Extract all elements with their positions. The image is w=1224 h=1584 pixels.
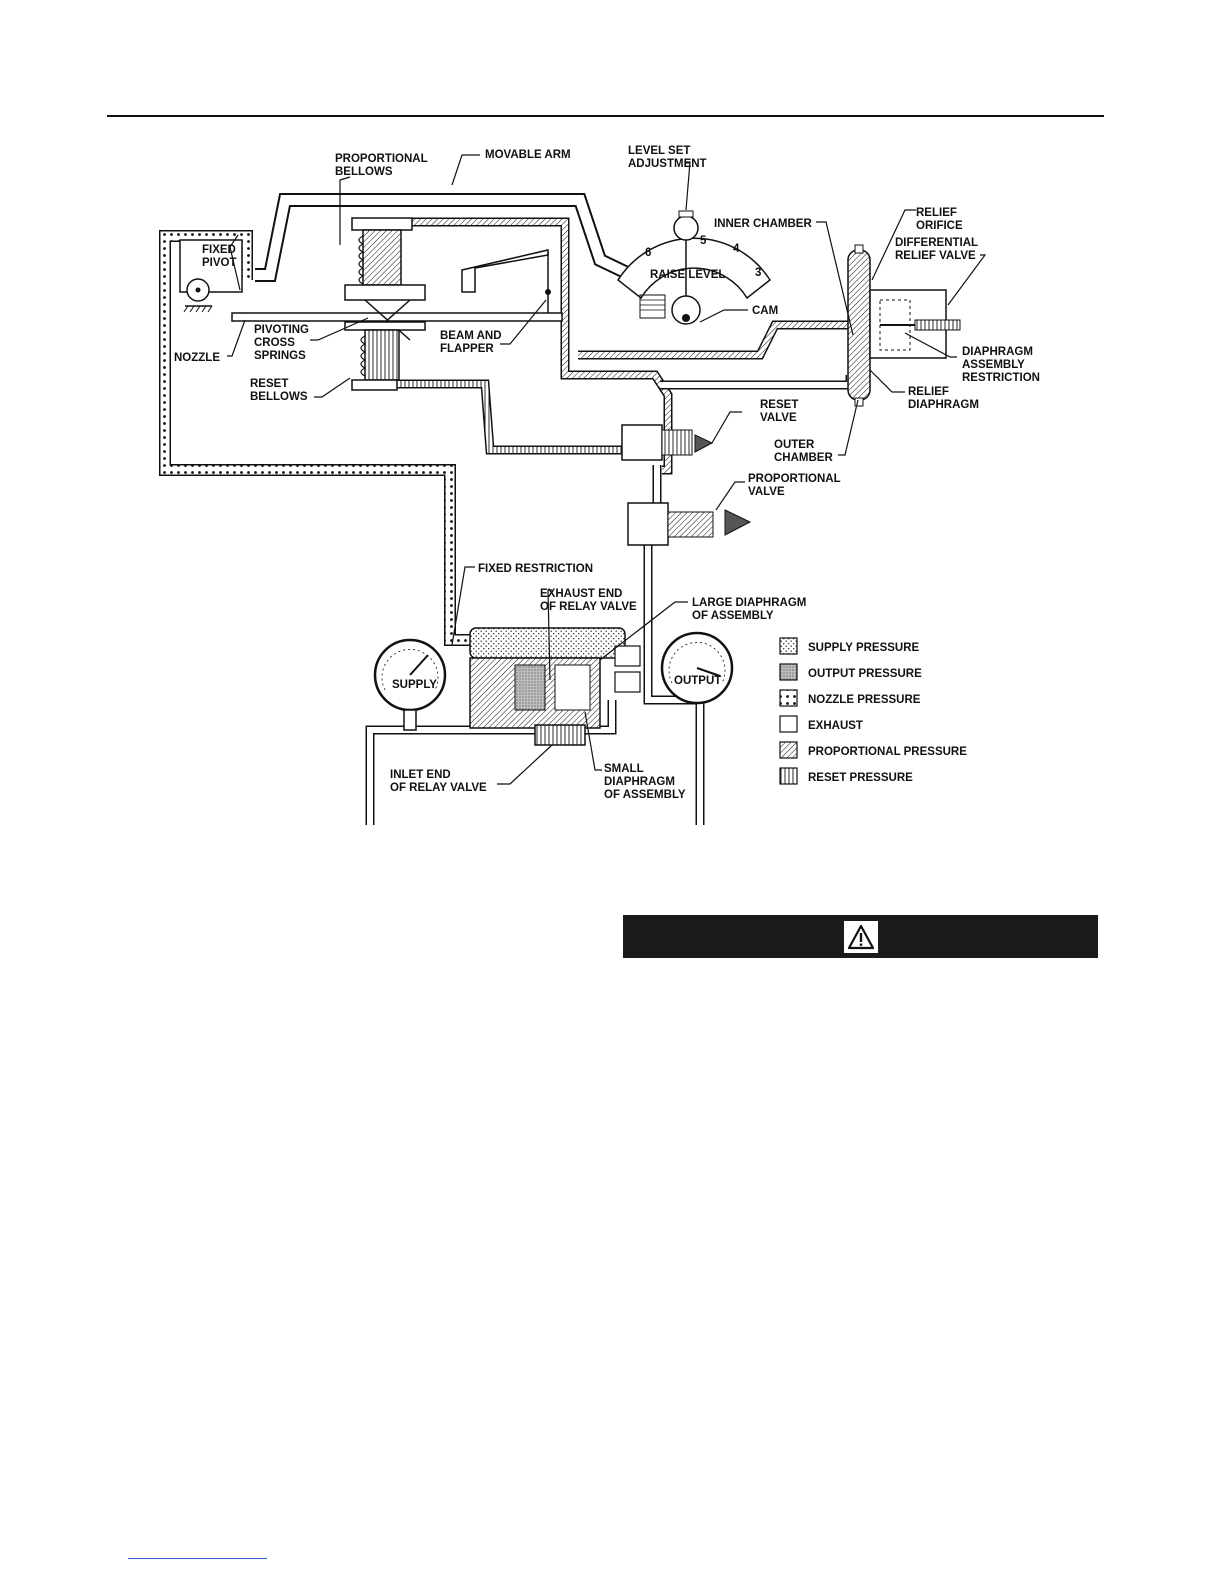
label-fixed-restriction: FIXED RESTRICTION <box>478 563 593 575</box>
label-cam: CAM <box>752 305 778 317</box>
legend-label-output: OUTPUT PRESSURE <box>808 668 922 680</box>
label-inner-chamber: INNER CHAMBER <box>714 218 812 230</box>
label-fixed-pivot-1: FIXED <box>202 244 236 256</box>
label-diff-relief-2: RELIEF VALVE <box>895 250 976 262</box>
dial-number-5: 5 <box>700 235 707 247</box>
nozzle-pressure-line <box>159 230 480 646</box>
proportional-pressure-line <box>402 217 850 475</box>
label-diaphragm-assembly-1: DIAPHRAGM <box>962 346 1033 358</box>
label-relief-diaphragm-2: DIAPHRAGM <box>908 399 979 411</box>
reset-valve <box>621 424 714 461</box>
header-rule <box>107 115 1104 117</box>
label-nozzle: NOZZLE <box>174 352 220 364</box>
label-fixed-pivot-2: PIVOT <box>202 257 237 269</box>
label-level-set-2: ADJUSTMENT <box>628 158 707 170</box>
label-pivoting-3: SPRINGS <box>254 350 306 362</box>
label-small-diaphragm-2: DIAPHRAGM <box>604 776 675 788</box>
label-relief-orifice-2: ORIFICE <box>916 220 963 232</box>
label-diff-relief-1: DIFFERENTIAL <box>895 237 978 249</box>
legend-label-nozzle: NOZZLE PRESSURE <box>808 694 921 706</box>
label-outer-chamber-1: OUTER <box>774 439 815 451</box>
label-pivoting-2: CROSS <box>254 337 295 349</box>
proportional-valve <box>627 502 752 546</box>
label-reset-valve-1: RESET <box>760 399 798 411</box>
label-level-set-1: LEVEL SET <box>628 145 690 157</box>
label-movable-arm: MOVABLE ARM <box>485 149 571 161</box>
relay-valve <box>469 627 641 746</box>
dial-number-3: 3 <box>755 267 761 279</box>
differential-relief-valve <box>847 244 961 407</box>
raise-level-label: RAISE LEVEL <box>650 269 725 281</box>
legend-label-reset: RESET PRESSURE <box>808 772 913 784</box>
label-large-diaphragm-2: OF ASSEMBLY <box>692 610 774 622</box>
label-small-diaphragm-3: OF ASSEMBLY <box>604 789 686 801</box>
legend-label-supply: SUPPLY PRESSURE <box>808 642 920 654</box>
label-exhaust-end-1: EXHAUST END <box>540 588 622 600</box>
label-relief-orifice-1: RELIEF <box>916 207 957 219</box>
label-reset-bellows-2: BELLOWS <box>250 391 308 403</box>
footer-link-underline <box>128 1558 267 1559</box>
proportional-bellows <box>344 217 426 301</box>
label-relief-diaphragm-1: RELIEF <box>908 386 949 398</box>
supply-gauge: SUPPLY <box>373 638 447 731</box>
legend-label-exhaust: EXHAUST <box>808 720 863 732</box>
legend-swatch-reset <box>779 767 798 785</box>
legend-label-proportional: PROPORTIONAL PRESSURE <box>808 746 967 758</box>
label-reset-bellows-1: RESET <box>250 378 288 390</box>
legend-swatch-exhaust <box>779 715 798 733</box>
legend-swatch-output <box>779 663 798 681</box>
legend-swatch-supply <box>779 637 798 655</box>
supply-gauge-label: SUPPLY <box>392 679 437 691</box>
output-gauge-label: OUTPUT <box>674 675 721 687</box>
label-inlet-end-1: INLET END <box>390 769 451 781</box>
supply-pressure-line <box>365 700 617 825</box>
label-proportional-bellows-1: PROPORTIONAL <box>335 153 428 165</box>
label-large-diaphragm-1: LARGE DIAPHRAGM <box>692 597 806 609</box>
diagram-labels: PROPORTIONAL BELLOWS MOVABLE ARM LEVEL S… <box>174 145 1040 801</box>
label-inlet-end-2: OF RELAY VALVE <box>390 782 487 794</box>
warning-icon-box <box>843 920 878 953</box>
pressure-legend: SUPPLY PRESSURE OUTPUT PRESSURE NOZZLE P… <box>779 637 967 785</box>
label-outer-chamber-2: CHAMBER <box>774 452 833 464</box>
warning-banner <box>623 915 1098 958</box>
label-proportional-valve-2: VALVE <box>748 486 785 498</box>
dial-number-6: 6 <box>645 247 651 259</box>
beam <box>231 312 563 322</box>
label-reset-valve-2: VALVE <box>760 412 797 424</box>
level-set-dial: 6 5 4 3 RAISE LEVEL <box>617 210 771 325</box>
label-exhaust-end-2: OF RELAY VALVE <box>540 601 637 613</box>
label-proportional-bellows-2: BELLOWS <box>335 166 393 178</box>
legend-swatch-proportional <box>779 741 798 759</box>
dial-number-4: 4 <box>733 243 740 255</box>
leader-lines <box>227 154 987 785</box>
warning-triangle-icon <box>847 924 874 949</box>
label-beam-flapper-1: BEAM AND <box>440 330 502 342</box>
reset-pressure-line <box>395 379 625 455</box>
label-small-diaphragm-1: SMALL <box>604 763 644 775</box>
label-pivoting-1: PIVOTING <box>254 324 309 336</box>
label-diaphragm-assembly-2: ASSEMBLY <box>962 359 1025 371</box>
label-proportional-valve-1: PROPORTIONAL <box>748 473 841 485</box>
legend-swatch-nozzle <box>779 689 798 707</box>
fixed-pivot <box>179 239 243 313</box>
output-gauge: OUTPUT <box>660 631 734 705</box>
label-beam-flapper-2: FLAPPER <box>440 343 494 355</box>
reset-bellows <box>344 321 426 391</box>
flapper <box>461 249 551 313</box>
label-diaphragm-assembly-3: RESTRICTION <box>962 372 1040 384</box>
